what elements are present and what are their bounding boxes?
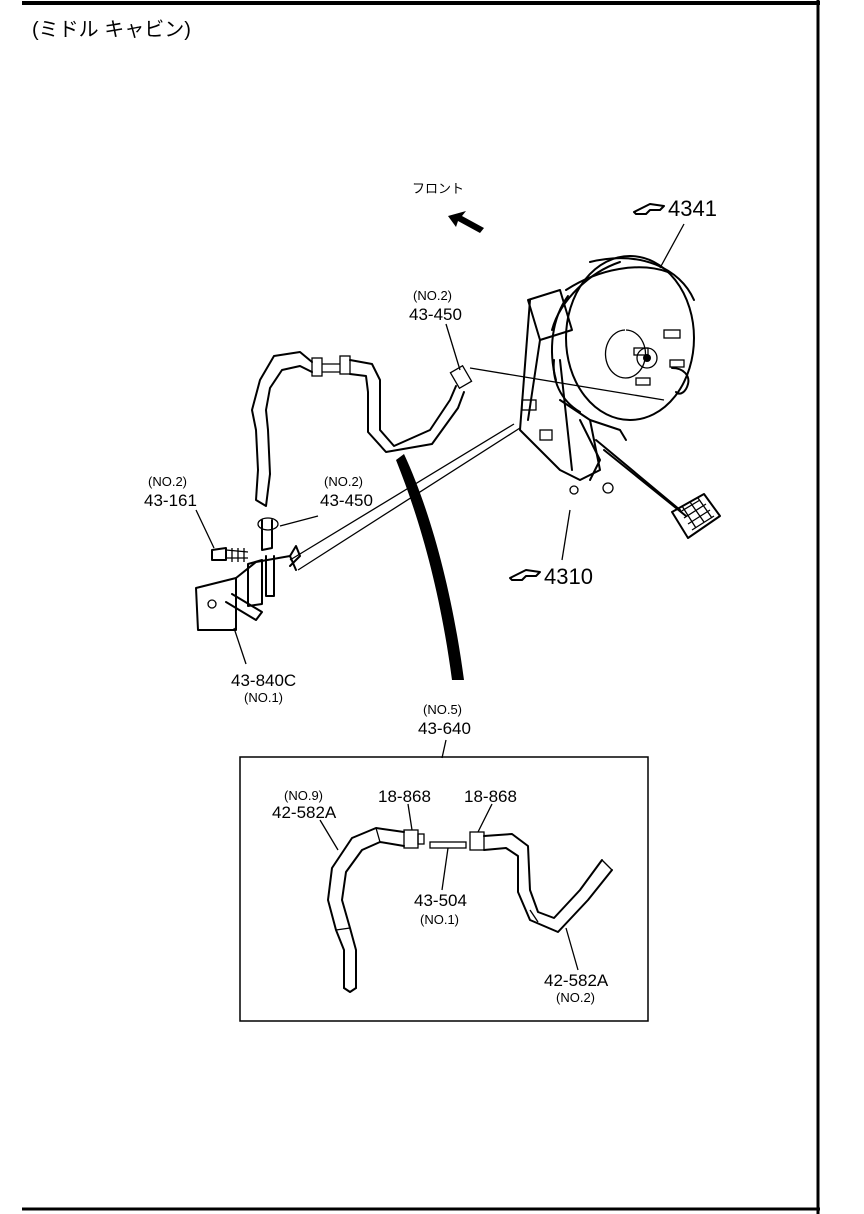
detail-box [239,756,649,1022]
leader-43-840c [233,627,247,665]
label-18-868-right: 18-868 [464,787,517,806]
pipe-43-504 [429,841,467,849]
leader-4341 [659,223,685,269]
upper-hose [251,351,465,507]
connector-18-868-right [469,831,485,851]
front-label: フロント [412,181,464,196]
label-43-450-top-code: 43-450 [409,305,462,324]
label-42-582a-left-no: (NO.9) [284,788,323,803]
label-43-504-no: (NO.1) [420,912,459,927]
detail-pointer-arrow [396,454,464,680]
page-title: (ミドル キャビン) [32,18,191,41]
label-43-504-code: 43-504 [414,891,467,910]
label-43-450-mid-no: (NO.2) [324,474,363,489]
pointing-hand-icon [509,569,541,581]
label-43-161-code: 43-161 [144,491,197,510]
connector-18-868-left [403,829,425,849]
pedal-bracket [519,289,687,517]
brake-pedal-pad [671,493,721,539]
label-43-840c-code: 43-840C [231,671,296,690]
leader-43-450-mid [279,515,319,527]
bolt-43-161 [211,547,249,562]
label-43-640-no: (NO.5) [423,702,462,717]
hose-42-582a-right [483,833,613,933]
label-43-840c-no: (NO.1) [244,690,283,705]
label-42-582a-left-code: 42-582A [272,803,337,822]
leader-4310 [561,509,571,561]
brake-booster [551,255,695,421]
pointing-hand-icon [633,203,665,215]
leader-43-161 [195,509,215,549]
fitting-43-450-top [449,364,665,401]
ref-4310: 4310 [509,564,593,589]
label-43-161-no: (NO.2) [148,474,187,489]
label-42-582a-right-no: (NO.2) [556,990,595,1005]
label-18-868-left: 18-868 [378,787,431,806]
ref-4341-code: 4341 [668,196,717,221]
label-42-582a-right-code: 42-582A [544,971,609,990]
front-arrow-icon [448,211,484,233]
leader-bracket [297,427,521,571]
label-43-450-mid-code: 43-450 [320,491,373,510]
ref-4341: 4341 [633,196,717,221]
label-43-640-code: 43-640 [418,719,471,738]
label-43-450-top-no: (NO.2) [413,288,452,303]
hose-42-582a-left [327,827,405,993]
pipe-bracket-43-840c [195,517,301,631]
ref-4310-code: 4310 [544,564,593,589]
